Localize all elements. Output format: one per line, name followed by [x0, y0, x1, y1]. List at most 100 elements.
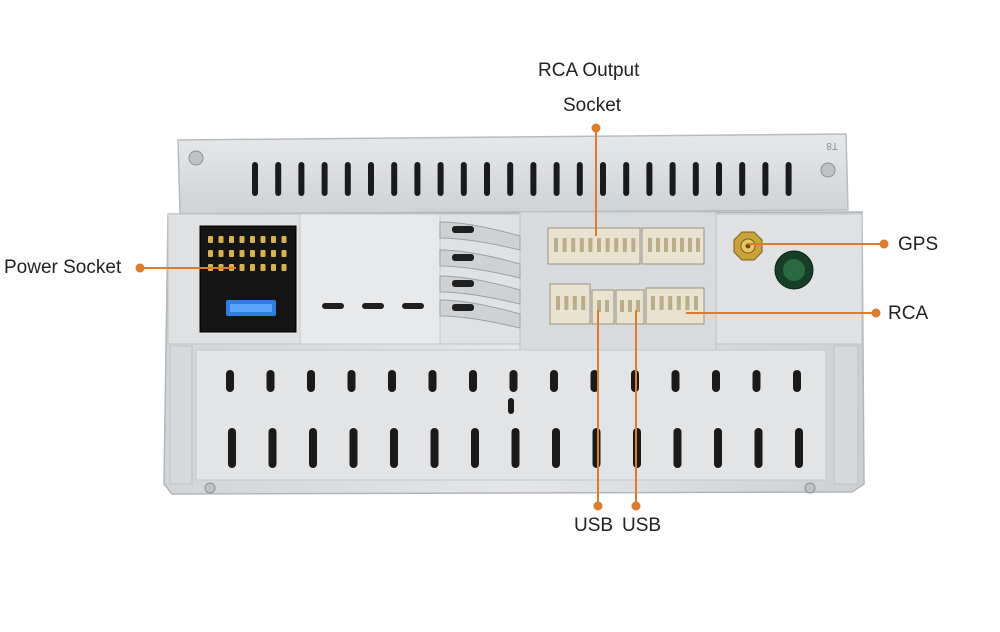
pin [260, 236, 266, 243]
pin [260, 264, 266, 271]
pin [556, 296, 560, 310]
label-rca: RCA [888, 303, 929, 324]
vent-slot [671, 370, 680, 392]
vent-slot [739, 162, 746, 196]
pin [250, 264, 255, 271]
vent-slot [714, 428, 722, 468]
pin [564, 296, 569, 310]
screw-icon [820, 162, 836, 178]
pin [579, 238, 584, 252]
vent-slot [266, 370, 275, 392]
dash-slot [362, 303, 384, 309]
vent-slot [785, 162, 792, 196]
vent-slot [592, 428, 601, 468]
screw-icon [188, 150, 204, 166]
pin [597, 300, 601, 312]
pin [554, 238, 558, 252]
vent-slot [437, 162, 444, 196]
vent-slot [553, 162, 560, 196]
pin [636, 300, 640, 312]
label-power-socket: Power Socket [4, 257, 122, 278]
top-vent-slots [252, 162, 792, 196]
vent-slot [388, 370, 396, 392]
heat-sink-fins [439, 221, 521, 329]
vent-slot [414, 162, 421, 196]
vent-slot [349, 428, 358, 468]
vent-slot [275, 162, 282, 196]
pin [648, 238, 652, 252]
label-gps: GPS [898, 234, 939, 255]
pin [688, 238, 692, 252]
pin [250, 250, 255, 257]
pin [571, 238, 576, 252]
vent-slot [509, 370, 518, 392]
pin [605, 238, 610, 252]
pin [239, 236, 245, 243]
vent-slot [590, 370, 599, 392]
pin [281, 264, 287, 271]
usb-socket [591, 289, 615, 325]
vent-slot [795, 428, 803, 468]
vent-slot [530, 162, 537, 196]
pin [685, 296, 690, 310]
pin [572, 296, 577, 310]
vent-slot [692, 162, 699, 196]
pin [281, 250, 287, 257]
pin [581, 296, 586, 310]
pin [631, 238, 636, 252]
vent-slot [309, 428, 317, 468]
pin [271, 264, 276, 271]
power-socket [199, 225, 297, 333]
vent-slot [673, 428, 682, 468]
pin [659, 296, 664, 310]
rca-output-socket [547, 227, 705, 265]
vent-slot [576, 162, 583, 196]
pin [651, 296, 655, 310]
pin [588, 238, 593, 252]
top-plate: T8 [177, 133, 849, 215]
pin [597, 238, 601, 252]
screw-icon [804, 482, 816, 494]
pin [218, 236, 224, 243]
vent-slot [268, 428, 277, 468]
vent-slot [252, 162, 258, 196]
vent-slot [762, 162, 769, 196]
vent-slot [307, 370, 315, 392]
pin [239, 250, 245, 257]
vent-slot [507, 162, 514, 196]
vent-slot [752, 370, 761, 392]
vent-slot [646, 162, 653, 196]
vent-slot [793, 370, 801, 392]
vent-slot [552, 428, 560, 468]
gps-antenna-jack [733, 231, 763, 261]
vent-slot [460, 162, 467, 196]
pin [664, 238, 668, 252]
vent-slot [669, 162, 676, 196]
vent-slot [344, 162, 351, 196]
label-rca-output: RCA Output [538, 60, 640, 81]
vent-slot [347, 370, 356, 392]
vent-slot [390, 428, 398, 468]
vent-slot [321, 162, 328, 196]
pin [260, 250, 266, 257]
vent-slot [712, 370, 720, 392]
vent-slot [484, 162, 490, 196]
pin [622, 238, 627, 252]
pin [562, 238, 567, 252]
vent-slot [298, 162, 305, 196]
lower-connector-row [549, 283, 705, 325]
leader-lines [135, 123, 889, 511]
vent-slot [511, 428, 520, 468]
pin [656, 238, 660, 252]
vent-slot [228, 428, 236, 468]
pin [239, 264, 245, 271]
pin [676, 296, 681, 310]
pin [614, 238, 619, 252]
vent-slot [430, 428, 439, 468]
pin [620, 300, 624, 312]
vent-slot [428, 370, 437, 392]
label-usb-1: USB [574, 515, 614, 536]
vent-slot [600, 162, 606, 196]
pin [672, 238, 676, 252]
pin [218, 250, 224, 257]
